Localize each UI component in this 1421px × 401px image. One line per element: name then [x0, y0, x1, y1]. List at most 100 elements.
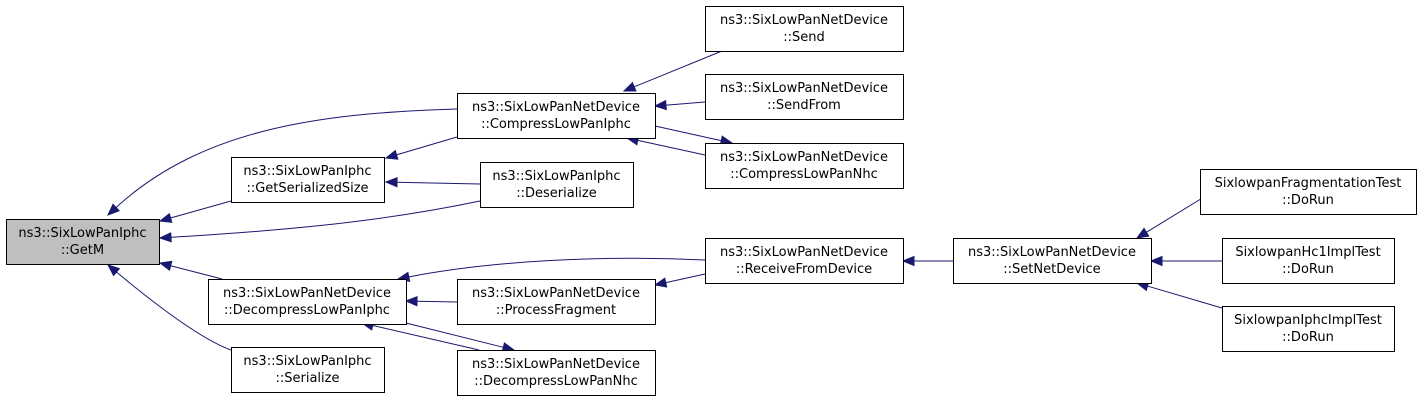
node-iphctest[interactable]: SixlowpanIphcImplTest::DoRun: [1222, 306, 1395, 352]
edge-line: [169, 265, 223, 280]
arrowhead: [158, 212, 173, 223]
edge-decompresslowpaniphc-to-getm: [158, 260, 223, 280]
node-method-name: ::Send: [783, 30, 825, 45]
node-method-name: ::CompressLowPanNhc: [730, 167, 877, 182]
node-box: [6, 219, 160, 265]
edge-line: [415, 300, 458, 303]
node-box: [705, 6, 904, 52]
node-decompresslowpannhc[interactable]: ns3::SixLowPanNetDevice::DecompressLowPa…: [457, 350, 656, 396]
edge-sendfrom-to-compresslowpaniphc: [653, 99, 706, 111]
node-method-name: ::DoRun: [1282, 330, 1334, 345]
node-getserializedsize[interactable]: ns3::SixLowPanIphc::GetSerializedSize: [231, 157, 385, 203]
node-class-name: ns3::SixLowPanNetDevice: [223, 286, 391, 301]
edge-deserialize-to-getm: [158, 200, 481, 243]
node-box: [457, 279, 656, 325]
edge-serialize-to-getm: [106, 264, 232, 351]
edge-compresslowpaniphc-to-getm: [107, 108, 458, 216]
node-class-name: ns3::SixLowPanIphc: [243, 354, 371, 369]
edge-line: [115, 271, 232, 351]
edge-hc1test-to-setnetdevice: [1149, 255, 1222, 267]
edge-deserialize-to-getserializedsize: [384, 177, 481, 188]
node-box: [480, 162, 634, 208]
edge-decompresslowpannhc-to-decompresslowpaniphc: [360, 320, 480, 351]
arrowhead: [404, 295, 418, 307]
node-class-name: ns3::SixLowPanNetDevice: [472, 100, 640, 115]
edge-line: [395, 136, 458, 156]
node-serialize[interactable]: ns3::SixLowPanIphc::Serialize: [231, 347, 385, 393]
node-decompresslowpaniphc[interactable]: ns3::SixLowPanNetDevice::DecompressLowPa…: [208, 279, 407, 325]
node-sendfrom[interactable]: ns3::SixLowPanNetDevice::SendFrom: [705, 74, 904, 120]
edge-receivefromdevice-to-processfragment: [653, 273, 706, 288]
node-method-name: ::Serialize: [276, 371, 340, 386]
arrowhead: [384, 177, 398, 188]
edge-compresslowpaniphc-to-compresslowpannhc: [654, 125, 734, 146]
edge-line: [636, 139, 706, 156]
arrowhead: [158, 260, 173, 271]
arrowhead: [106, 264, 121, 277]
node-class-name: ns3::SixLowPanNetDevice: [720, 150, 888, 165]
node-box: [705, 238, 904, 284]
arrowhead: [1149, 255, 1163, 267]
edge-line: [664, 101, 706, 106]
node-method-name: ::SetNetDevice: [1003, 262, 1100, 277]
node-class-name: SixlowpanFragmentationTest: [1215, 176, 1402, 191]
node-processfragment[interactable]: ns3::SixLowPanNetDevice::ProcessFragment: [457, 279, 656, 325]
node-method-name: ::DecompressLowPanIphc: [224, 303, 390, 318]
edge-line: [114, 108, 458, 209]
edge-receivefromdevice-to-decompresslowpaniphc: [396, 257, 706, 282]
node-hc1test[interactable]: SixlowpanHc1ImplTest::DoRun: [1222, 238, 1395, 284]
edge-line: [371, 324, 480, 351]
edge-line: [405, 322, 505, 349]
arrowhead: [653, 99, 667, 111]
edge-line: [169, 200, 481, 238]
node-method-name: ::GetSerializedSize: [246, 181, 368, 196]
node-box: [1222, 238, 1395, 284]
node-class-name: SixlowpanIphcImplTest: [1234, 313, 1382, 328]
node-receivefromdevice[interactable]: ns3::SixLowPanNetDevice::ReceiveFromDevi…: [705, 238, 904, 284]
node-getm[interactable]: ns3::SixLowPanIphc::GetM: [6, 219, 160, 265]
node-class-name: ns3::SixLowPanNetDevice: [720, 13, 888, 28]
node-box: [231, 347, 385, 393]
node-send[interactable]: ns3::SixLowPanNetDevice::Send: [705, 6, 904, 52]
edge-iphctest-to-setnetdevice: [1135, 281, 1223, 309]
edge-line: [1146, 285, 1223, 309]
edge-getserializedsize-to-getm: [158, 200, 232, 223]
node-deserialize[interactable]: ns3::SixLowPanIphc::Deserialize: [480, 162, 634, 208]
node-box: [208, 279, 407, 325]
node-compresslowpannhc[interactable]: ns3::SixLowPanNetDevice::CompressLowPanN…: [705, 143, 904, 189]
node-box: [953, 238, 1152, 284]
edge-send-to-compresslowpaniphc: [622, 50, 723, 92]
node-setnetdevice[interactable]: ns3::SixLowPanNetDevice::SetNetDevice: [953, 238, 1152, 284]
node-class-name: ns3::SixLowPanNetDevice: [720, 245, 888, 260]
node-method-name: ::DoRun: [1282, 193, 1334, 208]
node-box: [1200, 169, 1417, 215]
node-box: [1222, 306, 1395, 352]
node-class-name: SixlowpanHc1ImplTest: [1235, 245, 1380, 260]
edge-line: [664, 273, 706, 284]
node-fragtest[interactable]: SixlowpanFragmentationTest::DoRun: [1200, 169, 1417, 215]
node-method-name: ::CompressLowPanIphc: [481, 117, 631, 132]
node-box: [231, 157, 385, 203]
node-class-name: ns3::SixLowPanIphc: [18, 226, 146, 241]
arrowhead: [158, 232, 172, 243]
node-class-name: ns3::SixLowPanNetDevice: [968, 245, 1136, 260]
edge-setnetdevice-to-receivefromdevice: [901, 255, 953, 267]
edge-line: [654, 125, 723, 142]
node-box: [457, 93, 656, 139]
nodes-layer: ns3::SixLowPanIphc::GetMns3::SixLowPanIp…: [6, 6, 1417, 396]
node-class-name: ns3::SixLowPanNetDevice: [720, 81, 888, 96]
edge-compresslowpaniphc-to-getserializedsize: [384, 136, 458, 160]
node-class-name: ns3::SixLowPanNetDevice: [472, 286, 640, 301]
edge-line: [633, 50, 723, 88]
arrowhead: [384, 149, 399, 160]
node-compresslowpaniphc[interactable]: ns3::SixLowPanNetDevice::CompressLowPanI…: [457, 93, 656, 139]
edge-line: [169, 200, 232, 219]
arrowhead: [653, 277, 668, 288]
arrowhead: [1135, 227, 1150, 239]
node-method-name: ::SendFrom: [767, 98, 841, 113]
node-method-name: ::DecompressLowPanNhc: [474, 374, 638, 389]
node-method-name: ::DoRun: [1282, 262, 1334, 277]
node-box: [705, 74, 904, 120]
node-class-name: ns3::SixLowPanNetDevice: [472, 357, 640, 372]
